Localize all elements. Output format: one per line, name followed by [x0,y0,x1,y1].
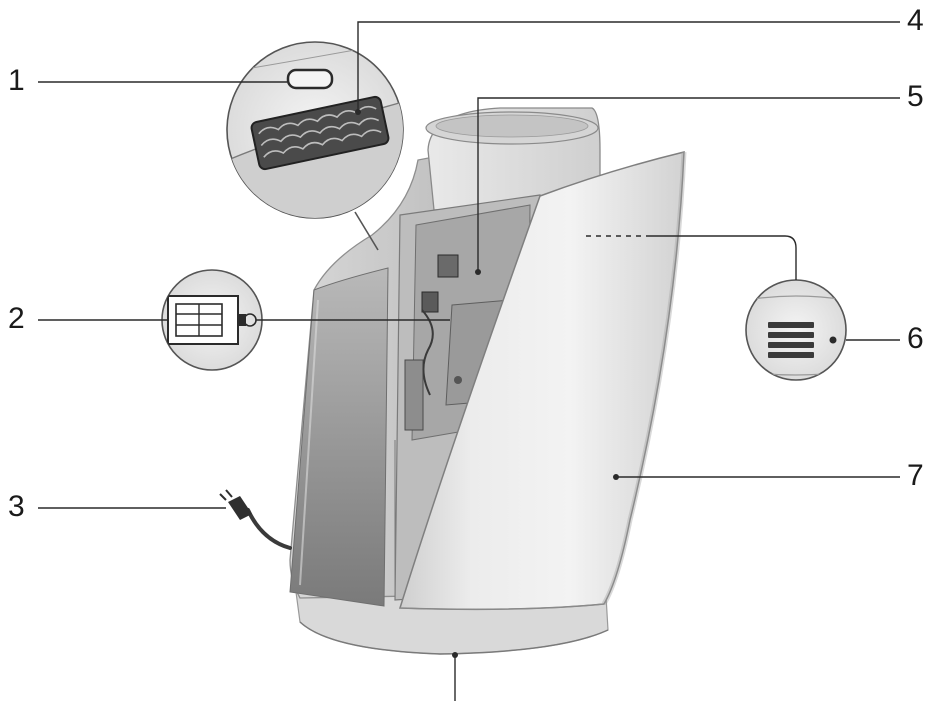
callout-4: 4 [907,4,924,37]
power-cord [219,489,292,550]
detail-circle-grille [745,279,847,381]
callout-1: 1 [8,64,25,97]
leader-lines [38,21,900,701]
leader-dots [355,109,837,658]
callout-5: 5 [907,80,924,113]
detail-circle-top [226,41,404,251]
callout-2: 2 [8,302,25,335]
detail-circle-connector [161,269,263,371]
callout-6: 6 [907,322,924,355]
callout-7: 7 [907,459,924,492]
purifier-body [289,107,687,655]
callout-3: 3 [8,490,25,523]
